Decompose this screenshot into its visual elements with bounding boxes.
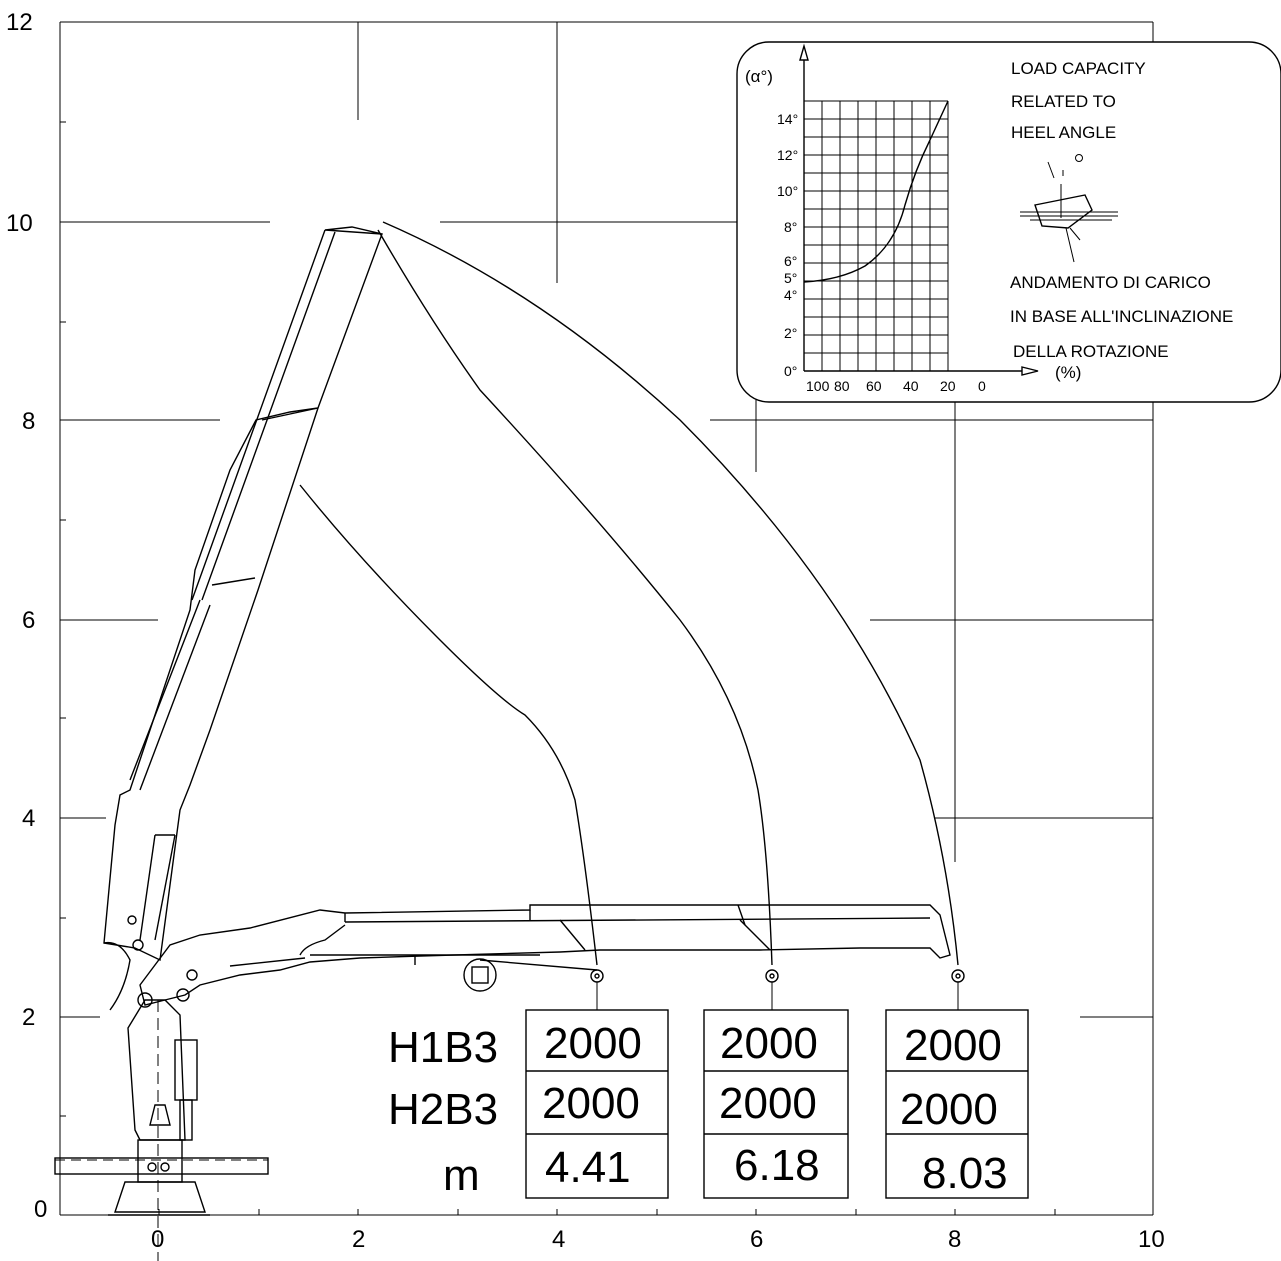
cell-m-2: 6.18 [734, 1141, 820, 1190]
hook-6-18 [765, 969, 780, 1011]
inset-y-14: 14° [777, 111, 798, 127]
envelope-outer [382, 221, 959, 966]
table-column-3: 2000 2000 8.03 [885, 1009, 1029, 1199]
envelope-inner [299, 484, 598, 966]
inset-axes [799, 43, 1039, 376]
x-axis-labels: 0 2 4 6 8 10 [151, 1226, 1165, 1253]
inset-title-en-line-3: HEEL ANGLE [1011, 123, 1116, 142]
cell-m-3: 8.03 [922, 1149, 1008, 1198]
inset-y-5: 5° [784, 270, 797, 286]
row-label-h2b3: H2B3 [388, 1085, 498, 1134]
y-tick-4: 4 [22, 805, 35, 832]
y-tick-2: 2 [22, 1004, 35, 1031]
inset-axis-symbol: (α°) [745, 67, 773, 86]
hook-4-41 [590, 969, 626, 1011]
cell-h1b3-3: 2000 [904, 1021, 1002, 1070]
inset-title-it-line-3: DELLA ROTAZIONE [1013, 342, 1169, 361]
inset-y-8: 8° [784, 219, 797, 235]
cell-h1b3-2: 2000 [720, 1019, 818, 1068]
x-tick-10: 10 [1138, 1226, 1165, 1253]
range-envelopes [299, 221, 959, 966]
inset-x-0: 0 [978, 378, 986, 394]
inset-title-en-line-1: LOAD CAPACITY [1011, 59, 1146, 78]
table-column-1: 2000 2000 4.41 [525, 1009, 669, 1199]
inset-y-2: 2° [784, 325, 797, 341]
cell-h2b3-1: 2000 [542, 1079, 640, 1128]
inset-x-unit: (%) [1055, 363, 1081, 382]
y-tick-0: 0 [34, 1196, 47, 1223]
inset-y-4: 4° [784, 287, 797, 303]
table-column-2: 2000 2000 6.18 [703, 1009, 849, 1199]
inset-x-ticks: 100 80 60 40 20 0 (%) [806, 363, 1081, 394]
crane-horizontal-boom [137, 904, 951, 1008]
hook-8-03 [951, 969, 965, 1010]
inset-y-ticks: 14° 12° 10° 8° 6° 5° 4° 2° 0° [777, 111, 798, 379]
inset-y-10: 10° [777, 183, 798, 199]
y-tick-10: 10 [6, 210, 33, 237]
inset-grid [804, 100, 949, 371]
heel-angle-inset: (α°) 14° 12° 10° 8° 6° 5° 4° 2° 0° 100 8… [736, 41, 1281, 403]
inset-title-it: ANDAMENTO DI CARICO IN BASE ALL'INCLINAZ… [1010, 273, 1233, 361]
x-tick-2: 2 [352, 1226, 365, 1253]
hook-points [590, 969, 965, 1011]
inset-x-40: 40 [903, 378, 919, 394]
inset-box [736, 41, 1281, 403]
y-tick-8: 8 [22, 408, 35, 435]
inset-x-20: 20 [940, 378, 956, 394]
inset-title-en: LOAD CAPACITY RELATED TO HEEL ANGLE [1011, 59, 1146, 142]
crane-column-base [54, 999, 269, 1261]
heel-vessel-icon [1020, 154, 1118, 263]
inset-y-12: 12° [777, 147, 798, 163]
inset-title-en-line-2: RELATED TO [1011, 92, 1116, 111]
inset-title-it-line-2: IN BASE ALL'INCLINAZIONE [1010, 307, 1233, 326]
x-tick-8: 8 [948, 1226, 961, 1253]
inset-y-0: 0° [784, 363, 797, 379]
cell-h1b3-1: 2000 [544, 1019, 642, 1068]
y-axis-labels: 12 10 8 6 4 2 0 [6, 9, 47, 1223]
cell-m-1: 4.41 [545, 1143, 631, 1192]
grid-lines [60, 22, 1153, 1215]
load-table: H1B3 H2B3 m 2000 2000 4.41 2000 2000 6.1… [388, 1009, 1029, 1200]
inset-title-it-line-1: ANDAMENTO DI CARICO [1010, 273, 1211, 292]
row-label-h1b3: H1B3 [388, 1023, 498, 1072]
inset-y-6: 6° [784, 253, 797, 269]
cell-h2b3-3: 2000 [900, 1085, 998, 1134]
row-label-m: m [443, 1151, 480, 1200]
y-tick-12: 12 [6, 9, 33, 36]
y-tick-6: 6 [22, 607, 35, 634]
x-tick-4: 4 [552, 1226, 565, 1253]
inset-x-100: 100 [806, 378, 830, 394]
inset-x-80: 80 [834, 378, 850, 394]
crane-raised-boom [103, 226, 383, 1011]
envelope-middle [377, 229, 773, 966]
cell-h2b3-2: 2000 [719, 1079, 817, 1128]
inset-x-60: 60 [866, 378, 882, 394]
heel-angle-curve [803, 100, 949, 283]
x-tick-6: 6 [750, 1226, 763, 1253]
